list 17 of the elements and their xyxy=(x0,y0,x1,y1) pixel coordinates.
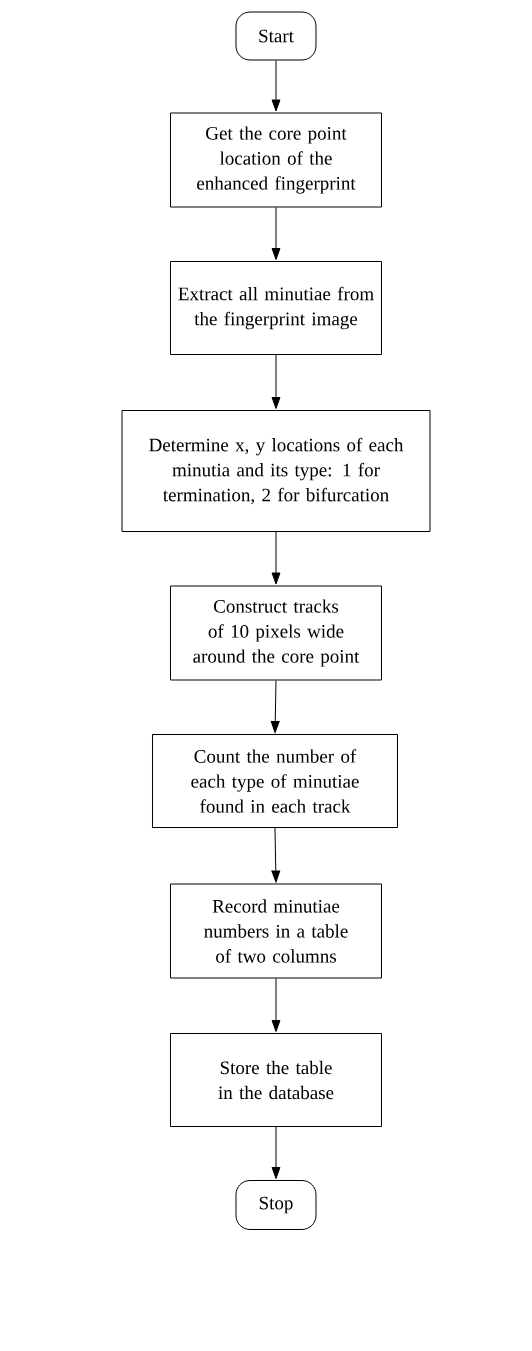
process-box: Count the number of each type of minutiae found in each track xyxy=(152,734,398,828)
arrow xyxy=(270,680,280,733)
process-box: Record minutiae numbers in a table of two columns xyxy=(170,883,382,979)
process-box: Get the core point location of the enhanced fingerprint xyxy=(170,112,382,208)
arrow xyxy=(271,1126,281,1179)
process-box: Determine x, y locations of each minutia and its type: 1 for termination, 2 for bifurcation xyxy=(121,410,431,532)
arrow xyxy=(271,827,281,883)
arrow xyxy=(271,531,281,585)
arrow xyxy=(271,354,281,409)
terminal-box: Stop xyxy=(235,1180,317,1230)
arrow xyxy=(271,207,281,260)
terminal-box: Start xyxy=(235,11,317,61)
process-box: Construct tracks of 10 pixels wide around the core point xyxy=(170,585,382,681)
arrow xyxy=(271,978,281,1032)
process-box: Store the table in the database xyxy=(170,1033,382,1127)
process-box: Extract all minutiae from the fingerprint image xyxy=(170,261,382,355)
arrow xyxy=(271,60,281,112)
